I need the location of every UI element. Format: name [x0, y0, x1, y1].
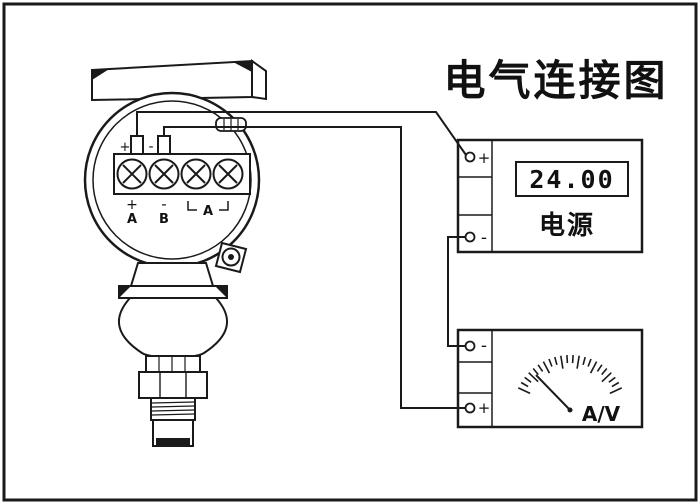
- thread-line: [151, 401, 195, 404]
- gauge-tick: [589, 361, 598, 374]
- power-terminal-positive-label: +: [478, 149, 491, 167]
- gauge-tick: [576, 355, 580, 369]
- transmitter-neck: [129, 262, 215, 287]
- terminal-a-label: A: [127, 212, 137, 227]
- terminal-b-label: B: [159, 212, 169, 227]
- transmitter-flange: [118, 285, 228, 299]
- vent-assembly: [214, 241, 248, 274]
- gauge-tick: [520, 381, 529, 388]
- power-supply-label: 电源: [539, 211, 595, 241]
- transmitter-top-cap: [91, 59, 267, 102]
- power-terminal-positive: [464, 151, 476, 163]
- gauge-tick: [548, 358, 553, 367]
- gauge-tick: [596, 364, 603, 372]
- wire-negative-to-meter: [163, 126, 465, 409]
- screw-slot: [186, 164, 206, 184]
- post-negative-label: -: [148, 139, 153, 155]
- flange-hatch-left: [119, 286, 131, 298]
- threaded-stub-body: [150, 397, 196, 421]
- gauge-tick: [537, 364, 544, 372]
- meter: - + A/V: [456, 328, 644, 429]
- power-terminal-negative-label: -: [481, 228, 487, 248]
- gauge-tick: [582, 356, 586, 366]
- link-bracket-right: [219, 201, 229, 211]
- screw-slot: [154, 164, 174, 184]
- power-display: [515, 161, 629, 197]
- thread-line: [151, 409, 195, 412]
- gauge-tick: [608, 376, 616, 383]
- hex-nut: [138, 371, 208, 399]
- gauge-tick: [601, 367, 608, 376]
- wire-positive-to-supply: [136, 111, 467, 156]
- gauge-tick: [554, 356, 558, 366]
- gauge-pivot: [567, 407, 573, 413]
- hex-nut-body: [138, 371, 208, 399]
- meter-terminal-negative-label: -: [481, 336, 487, 356]
- link-bracket-left: [187, 201, 197, 211]
- meter-label: A/V: [582, 402, 621, 426]
- pressure-port: [156, 438, 190, 445]
- terminal-post-negative: [157, 135, 171, 155]
- bulb-neck-body: [145, 355, 201, 373]
- cable-gland-plug: [215, 117, 247, 132]
- wiring: [136, 111, 467, 409]
- terminal-screw-1: [116, 158, 148, 190]
- wire-supply-to-meter: [447, 236, 465, 347]
- gauge-tick: [571, 355, 574, 364]
- meter-terminal-negative: [464, 340, 476, 352]
- terminal-post-positive: [130, 135, 144, 155]
- gauge-tick: [611, 381, 620, 388]
- link-label: A: [203, 204, 213, 219]
- thread-line: [151, 413, 195, 416]
- gauge-tick: [532, 367, 539, 376]
- gauge-tick: [587, 358, 592, 367]
- bulb-neck: [145, 355, 201, 373]
- diagram-title: 电气连接图: [443, 56, 668, 105]
- post-positive-label: +: [120, 140, 131, 155]
- top-cap-front: [91, 59, 253, 102]
- screw-slot: [218, 164, 238, 184]
- gauge-tick: [601, 372, 612, 383]
- power-display-value: 24.00: [529, 165, 614, 194]
- thread-line: [151, 405, 195, 408]
- process-connector: [152, 419, 194, 447]
- power-supply: + - 24.00 电源: [456, 138, 644, 254]
- flange-hatch-right: [215, 286, 227, 298]
- top-cap-corner-hatch-right: [234, 61, 252, 72]
- sensor-bulb: [118, 297, 228, 359]
- meter-terminal-positive: [464, 402, 476, 414]
- gauge-tick: [517, 387, 531, 395]
- gauge-tick: [528, 372, 539, 383]
- threaded-stub: [150, 397, 196, 421]
- terminal-negative-label: -: [161, 195, 166, 213]
- power-terminal-negative: [464, 231, 476, 243]
- terminal-positive-label: +: [126, 197, 138, 213]
- gauge-tick: [560, 355, 564, 369]
- top-cap-corner-hatch-left: [92, 68, 110, 80]
- pressure-transmitter: + - + - A B A: [83, 59, 267, 447]
- gauge-tick: [609, 387, 623, 395]
- meter-terminal-positive-label: +: [478, 399, 491, 417]
- gauge-tick: [542, 361, 551, 374]
- gauge-tick: [524, 376, 532, 383]
- meter-box: [456, 328, 644, 429]
- terminal-screw-2: [148, 158, 180, 190]
- terminal-screw-4: [212, 158, 244, 190]
- screw-slot: [122, 164, 142, 184]
- gauge-tick: [566, 355, 569, 364]
- meter-gauge-scale: [517, 355, 623, 395]
- vent-dot: [228, 254, 234, 260]
- gauge-needle: [535, 374, 571, 411]
- terminal-screw-3: [180, 158, 212, 190]
